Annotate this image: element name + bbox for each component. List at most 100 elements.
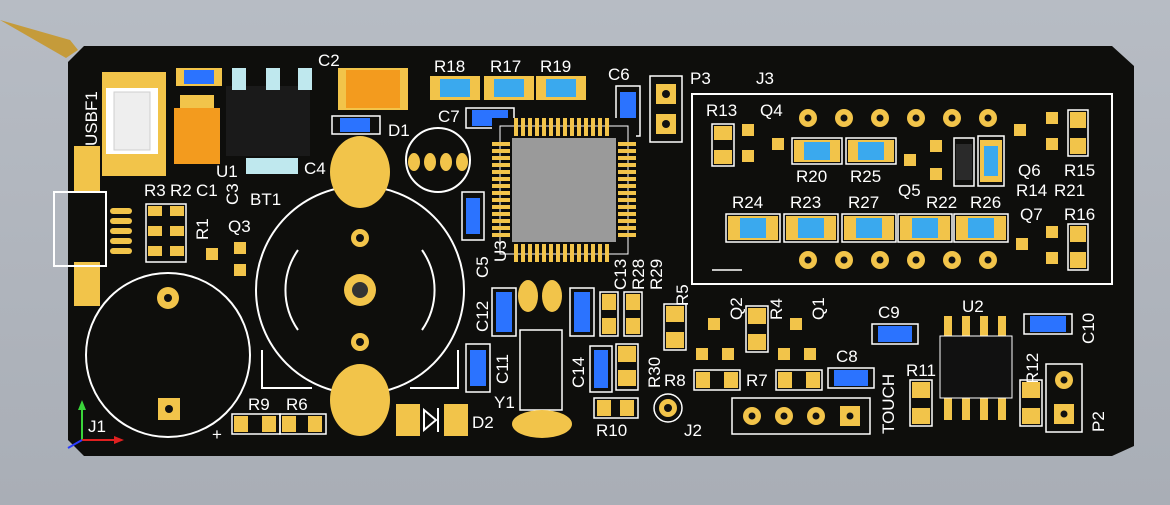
label-r2: R2 xyxy=(170,181,192,200)
y1-pad-bottom xyxy=(512,410,572,438)
p3-header xyxy=(649,75,683,143)
label-r4: R4 xyxy=(767,298,786,320)
label-c13: C13 xyxy=(611,259,630,290)
r16-pads xyxy=(1067,223,1089,271)
y1-pad-a xyxy=(518,280,538,312)
q3-pads xyxy=(206,242,246,276)
cap-top-blue-body xyxy=(184,70,214,84)
label-q6: Q6 xyxy=(1018,161,1041,180)
label-d2: D2 xyxy=(472,413,494,432)
label-r5: R5 xyxy=(673,284,692,306)
q4-pads xyxy=(742,124,784,162)
label-d1: D1 xyxy=(388,121,410,140)
c9-body xyxy=(871,323,919,345)
u3-mcu xyxy=(492,118,636,262)
r11-pads xyxy=(909,379,933,427)
label-c9: C9 xyxy=(878,303,900,322)
d2-pad-b xyxy=(444,404,468,436)
label-r24: R24 xyxy=(732,193,763,212)
q5-pads xyxy=(904,140,942,180)
label-c10: C10 xyxy=(1079,313,1098,344)
j2-pad xyxy=(653,393,683,423)
c5-body xyxy=(461,191,485,241)
c10-body xyxy=(1023,313,1073,335)
y1-pad-b xyxy=(542,280,562,312)
label-c6: C6 xyxy=(608,65,630,84)
r15-pads xyxy=(1067,109,1089,157)
c12-body xyxy=(491,287,517,337)
u2-chip xyxy=(939,316,1013,420)
p2-header xyxy=(1045,363,1083,433)
label-touch: TOUCH xyxy=(879,374,898,434)
label-c7: C7 xyxy=(438,107,460,126)
r9-r6-pads xyxy=(231,413,327,435)
crystal-circle xyxy=(405,127,471,193)
r21-body xyxy=(977,135,1005,187)
label-u1: U1 xyxy=(216,162,238,181)
label-c2: C2 xyxy=(318,51,340,70)
r20-r25-parts xyxy=(791,137,897,165)
label-r30: R30 xyxy=(645,357,664,388)
label-r17: R17 xyxy=(490,57,521,76)
r13-pads xyxy=(711,123,735,167)
c13-r28-pads xyxy=(599,291,643,337)
y1-outline xyxy=(519,329,563,411)
label-c4: C4 xyxy=(304,159,326,178)
label-r11: R11 xyxy=(906,361,936,380)
coin-cell-holder xyxy=(255,136,465,436)
label-c3: C3 xyxy=(223,183,242,205)
usb-connector-usbf1 xyxy=(102,72,166,176)
r5-pads xyxy=(663,303,687,351)
label-c8: C8 xyxy=(836,347,858,366)
label-r6: R6 xyxy=(286,395,308,414)
label-q3: Q3 xyxy=(228,217,251,236)
r30-pads xyxy=(615,343,639,391)
r8-pads xyxy=(693,369,741,391)
cap-mid-blue xyxy=(569,287,595,337)
label-c14: C14 xyxy=(569,357,588,388)
label-u3: U3 xyxy=(491,240,510,262)
label-bt1: BT1 xyxy=(250,190,281,209)
q6-pads xyxy=(1014,112,1058,150)
label-r10: R10 xyxy=(596,421,627,440)
label-r3: R3 xyxy=(144,181,166,200)
label-r20: R20 xyxy=(796,167,827,186)
j3-outline xyxy=(691,93,1113,285)
label-c11: C11 xyxy=(493,354,512,384)
usb-side-pads xyxy=(53,146,132,306)
c11-body xyxy=(465,343,491,393)
r7-pads xyxy=(775,369,823,391)
axis-gizmo xyxy=(67,400,124,449)
label-j1: J1 xyxy=(88,417,106,436)
q1-pads xyxy=(778,318,816,360)
d2-symbol xyxy=(423,407,438,433)
label-r18: R18 xyxy=(434,57,465,76)
label-p3: P3 xyxy=(690,69,711,88)
label-r22: R22 xyxy=(926,193,957,212)
label-r9: R9 xyxy=(248,395,270,414)
label-r27: R27 xyxy=(848,193,879,212)
r1-r3-pads xyxy=(145,203,187,263)
row2-resistors xyxy=(725,213,1009,243)
d1-body xyxy=(331,115,381,135)
r10-pads xyxy=(593,397,639,419)
c14-body xyxy=(589,345,613,393)
label-u2: U2 xyxy=(962,297,984,316)
bt1-pad xyxy=(246,158,298,174)
c8-body xyxy=(827,367,875,389)
label-r12: R12 xyxy=(1023,353,1042,384)
label-r26: R26 xyxy=(970,193,1001,212)
crystal-pads xyxy=(408,153,468,171)
label-r29: R29 xyxy=(647,259,666,290)
r12-pads xyxy=(1019,379,1043,427)
label-r1: R1 xyxy=(193,218,212,240)
label-p2: P2 xyxy=(1089,411,1108,432)
label-r21: R21 xyxy=(1054,181,1085,200)
label-r23: R23 xyxy=(790,193,821,212)
black-module xyxy=(226,86,310,156)
d2-pad-a xyxy=(396,404,420,436)
label-j2: J2 xyxy=(684,421,702,440)
label-q4: Q4 xyxy=(760,101,783,120)
label-r13: R13 xyxy=(706,101,737,120)
